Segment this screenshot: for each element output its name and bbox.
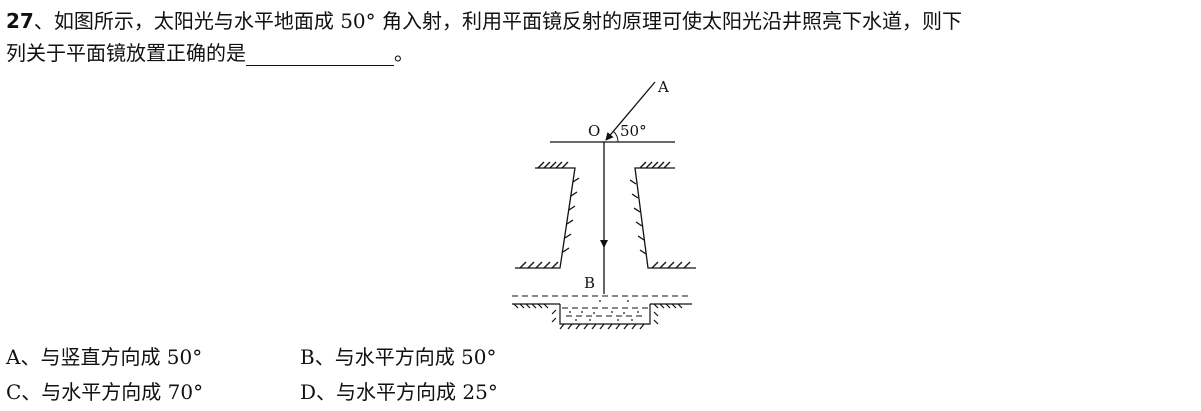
label-a: A (657, 78, 669, 96)
answer-blank[interactable] (246, 45, 394, 66)
sewer-channel (512, 303, 692, 330)
reflection-figure: A O 50° B (512, 78, 696, 330)
label-b: B (584, 274, 595, 292)
question-text-2: 列关于平面镜放置正确的是 (6, 41, 246, 65)
angle-arc (612, 130, 619, 143)
question-text-2-end: 。 (394, 41, 414, 65)
right-wall (629, 161, 696, 269)
angle-label: 50° (620, 122, 647, 140)
question-line-1: 27、如图所示，太阳光与水平地面成 50° 角入射，利用平面镜反射的原理可使太阳… (6, 8, 962, 34)
question-number: 27 (6, 9, 34, 33)
question-line-2: 列关于平面镜放置正确的是 。 (6, 40, 414, 66)
label-o: O (588, 122, 600, 140)
option-b[interactable]: B、与水平方向成 50° (300, 345, 497, 369)
option-c[interactable]: C、与水平方向成 70° (6, 380, 204, 404)
sewer-water (512, 295, 692, 317)
option-d[interactable]: D、与水平方向成 25° (300, 380, 498, 404)
question-text-1: 、如图所示，太阳光与水平地面成 50° 角入射，利用平面镜反射的原理可使太阳光沿… (33, 9, 963, 33)
water-dots (569, 300, 639, 321)
option-a[interactable]: A、与竖直方向成 50° (6, 345, 203, 369)
left-wall (515, 161, 580, 269)
incident-ray (605, 81, 656, 141)
